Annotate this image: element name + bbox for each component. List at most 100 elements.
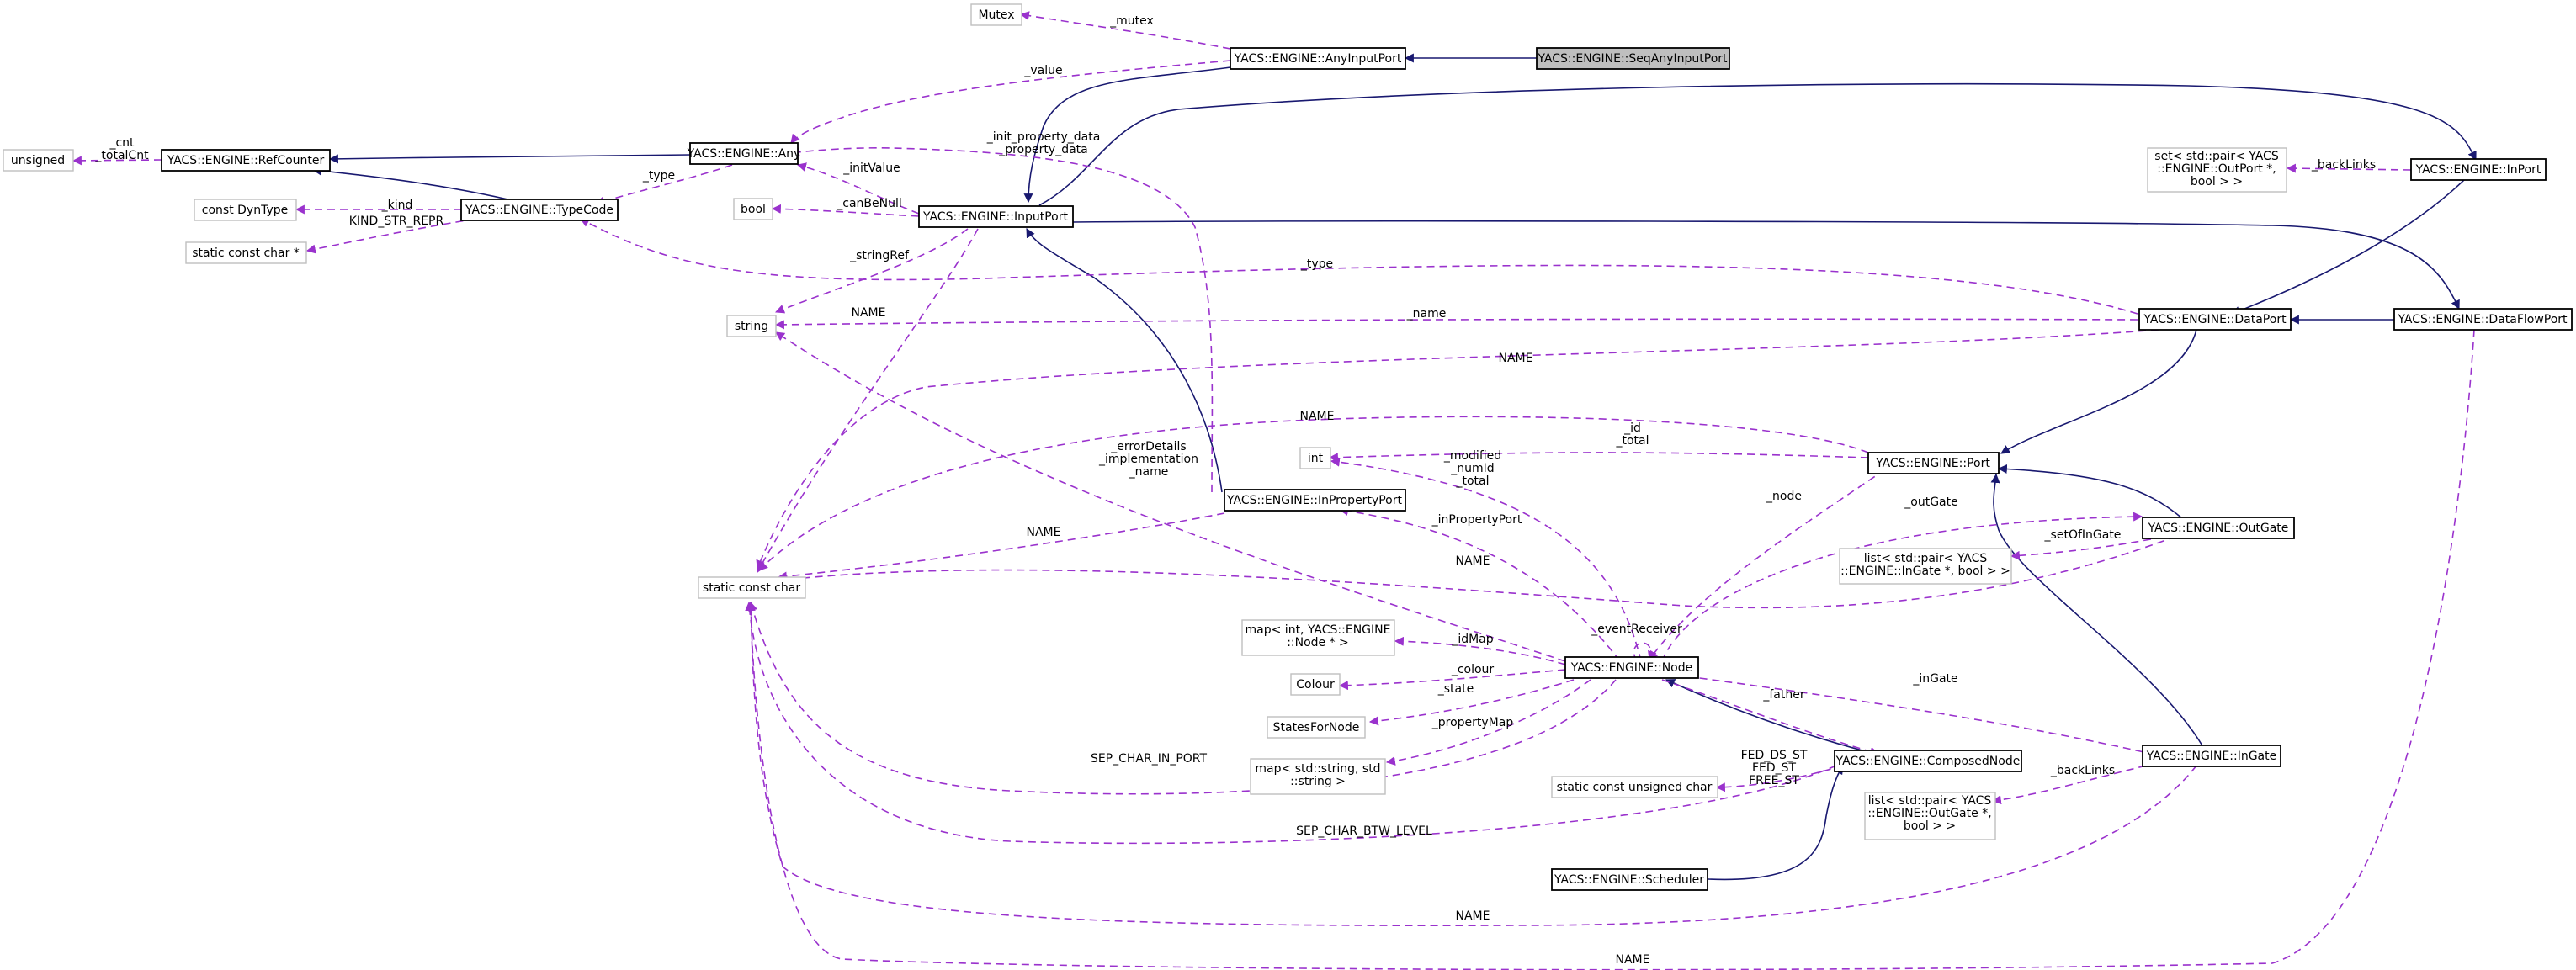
edge-labels: _mutex _value _cnt_totalCnt _type _init_… [94,14,2376,967]
node-staticconstchar1[interactable]: static const char * [185,241,307,264]
node-port[interactable]: YACS::ENGINE::Port [1867,452,2000,474]
text-line: _stringRef [849,249,910,262]
edge-label-name4: NAME [1300,410,1335,423]
svg-text:map< std::string, std::string: map< std::string, std::string > [1255,762,1380,788]
edge-label-state: _state [1437,682,1474,696]
text-line: NAME [852,306,886,320]
node-composednode[interactable]: YACS::ENGINE::ComposedNode [1834,750,2022,772]
text-line: YACS::ENGINE::ComposedNode [1835,755,2021,768]
edge-inputport-staticconstchar [757,228,979,573]
edge-label-name2: _name [1406,307,1447,321]
node-anyinput[interactable]: YACS::ENGINE::AnyInputPort [1230,47,1406,70]
text-line: _cnt [109,136,135,150]
edge-inputport-to-dataport [1038,83,2477,206]
text-line: FED_DS_ST [1741,749,1808,762]
edge-inpropertyport-to-inputport [1026,228,1223,493]
edge-label-node: _node [1766,490,1802,503]
text-line: YACS::ENGINE::Port [1875,457,1990,470]
edge-outgate-to-port [1997,464,2183,519]
svg-text:YACS::ENGINE::ComposedNode: YACS::ENGINE::ComposedNode [1835,755,2021,768]
text-line: map< std::string, std [1255,762,1380,776]
node-any[interactable]: YACS::ENGINE::Any [687,142,801,165]
text-line: SEP_CHAR_BTW_LEVEL [1296,824,1432,838]
usage-edges [72,11,2475,970]
text-line: ::ENGINE::InGate *, bool > > [1840,565,2010,578]
text-line: _errorDetails [1110,440,1186,453]
text-line: _name [1406,307,1447,321]
node-mapstring[interactable]: map< std::string, std::string > [1250,758,1386,795]
edge-dataport-string [774,318,2138,330]
text-line: unsigned [11,154,65,167]
node-string[interactable]: string [726,315,777,337]
edge-label-name7: NAME [1456,909,1490,923]
text-line: _totalCnt [94,149,149,162]
edge-inport-setpair [2286,163,2412,173]
text-line: _backLinks [2311,158,2376,172]
text-line: KIND_STR_REPR [349,215,444,228]
edge-label-mutex: _mutex [1109,14,1154,28]
text-line: list< std::pair< YACS [1868,794,1992,808]
edge-label-outgate: _outGate [1904,496,1957,509]
svg-text:YACS::ENGINE::InGate: YACS::ENGINE::InGate [2146,750,2276,763]
edge-node-statesfornode [1368,679,1575,726]
node-setpair[interactable]: set< std::pair< YACS::ENGINE::OutPort *,… [2147,147,2287,193]
svg-text:static const char *: static const char * [192,246,300,260]
edge-label-name3: NAME [1499,352,1533,365]
node-refcounter[interactable]: YACS::ENGINE::RefCounter [161,149,331,172]
svg-text:YACS::ENGINE::SeqAnyInputPort: YACS::ENGINE::SeqAnyInputPort [1537,52,1728,66]
edge-ingate-listoutgate [1991,765,2147,805]
edge-port-node [1649,469,1886,660]
text-line: YACS::ENGINE::TypeCode [465,204,613,217]
node-statesfornode[interactable]: StatesForNode [1267,716,1366,739]
node-mutex[interactable]: Mutex [970,3,1022,26]
text-line: bool > > [2191,175,2243,188]
node-seqany[interactable]: YACS::ENGINE::SeqAnyInputPort [1536,47,1730,70]
node-staticconstuchar[interactable]: static const unsigned char [1551,776,1718,798]
edge-label-cnt: _cnt_totalCnt [94,136,149,162]
node-scheduler[interactable]: YACS::ENGINE::Scheduler [1551,868,1708,891]
text-line: static const char * [192,246,300,260]
edge-label-sepport: SEP_CHAR_IN_PORT [1091,752,1208,766]
edge-label-name6: NAME [1456,554,1490,568]
node-dataflowport[interactable]: YACS::ENGINE::DataFlowPort [2393,308,2573,331]
text-line: set< std::pair< YACS [2154,150,2279,163]
text-line: _init_property_data [986,130,1101,144]
edge-label-setofingate: _setOfInGate [2044,528,2122,542]
node-listoutgate[interactable]: list< std::pair< YACS::ENGINE::OutGate *… [1864,792,1996,840]
node-bool[interactable]: bool [733,198,773,220]
node-staticconstchar[interactable]: static const char [698,576,806,599]
text-line: static const unsigned char [1557,781,1713,794]
text-line: bool > > [1904,819,1956,833]
text-line: string [735,320,768,333]
edge-node-mapint [1394,636,1566,665]
node-dataport[interactable]: YACS::ENGINE::DataPort [2138,308,2292,331]
node-mapint[interactable]: map< int, YACS::ENGINE::Node * > [1241,619,1395,656]
edge-label-ingate: _inGate [1912,672,1957,686]
node-inpropertyport[interactable]: YACS::ENGINE::InPropertyPort [1224,489,1406,512]
node-inputport[interactable]: YACS::ENGINE::InputPort [918,205,1074,228]
edge-port-int [1328,452,1869,463]
edge-inputport-to-dataflowport [1072,220,2460,310]
node-int[interactable]: int [1299,447,1331,469]
svg-text:map< int, YACS::ENGINE::Node *: map< int, YACS::ENGINE::Node * > [1246,623,1391,649]
edge-label-name8: NAME [1616,953,1650,967]
edge-port-staticconstchar [758,416,1869,571]
node-unsigned[interactable]: unsigned [3,149,74,172]
node-typecode[interactable]: YACS::ENGINE::TypeCode [460,199,619,221]
svg-text:StatesForNode: StatesForNode [1273,721,1360,734]
node-outgate[interactable]: YACS::ENGINE::OutGate [2142,517,2295,539]
node-constdyn[interactable]: const DynType [194,199,297,221]
node-node[interactable]: YACS::ENGINE::Node [1564,656,1699,679]
node-listingate[interactable]: list< std::pair< YACS::ENGINE::InGate *,… [1839,548,2012,585]
node-inport[interactable]: YACS::ENGINE::InPort [2410,158,2547,181]
node-colour[interactable]: Colour [1290,673,1341,696]
edge-ingate-staticconstchar [746,601,2197,927]
edge-label-father: _father [1762,688,1804,702]
text-line: YACS::ENGINE::SeqAnyInputPort [1537,52,1728,66]
edge-inpropertyport-staticconstchar [777,512,1225,581]
edge-outgate-staticconstchar [777,531,2189,609]
text-line: Mutex [978,8,1014,22]
node-ingate[interactable]: YACS::ENGINE::InGate [2142,745,2281,767]
svg-text:unsigned: unsigned [11,154,65,167]
svg-text:YACS::ENGINE::Port: YACS::ENGINE::Port [1875,457,1990,470]
